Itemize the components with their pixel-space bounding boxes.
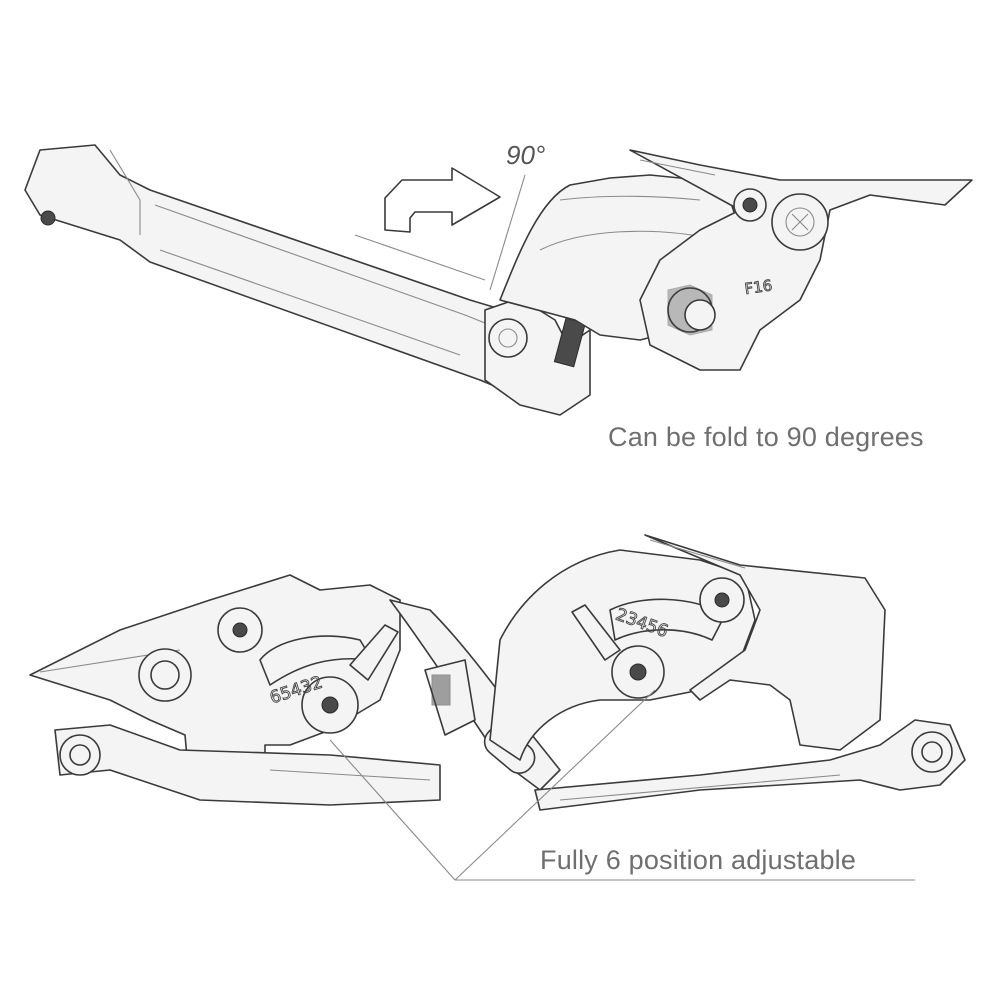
fold-caption: Can be fold to 90 degrees [608, 422, 924, 452]
lever-pair-illustration [29, 534, 966, 881]
adjust-caption: Fully 6 position adjustable [540, 845, 857, 875]
angle-label: 90° [506, 140, 546, 170]
bent-arrow-right-icon [384, 167, 501, 233]
folded-lever-illustration [24, 144, 973, 416]
top-lever-engraving: F16 [743, 276, 773, 298]
